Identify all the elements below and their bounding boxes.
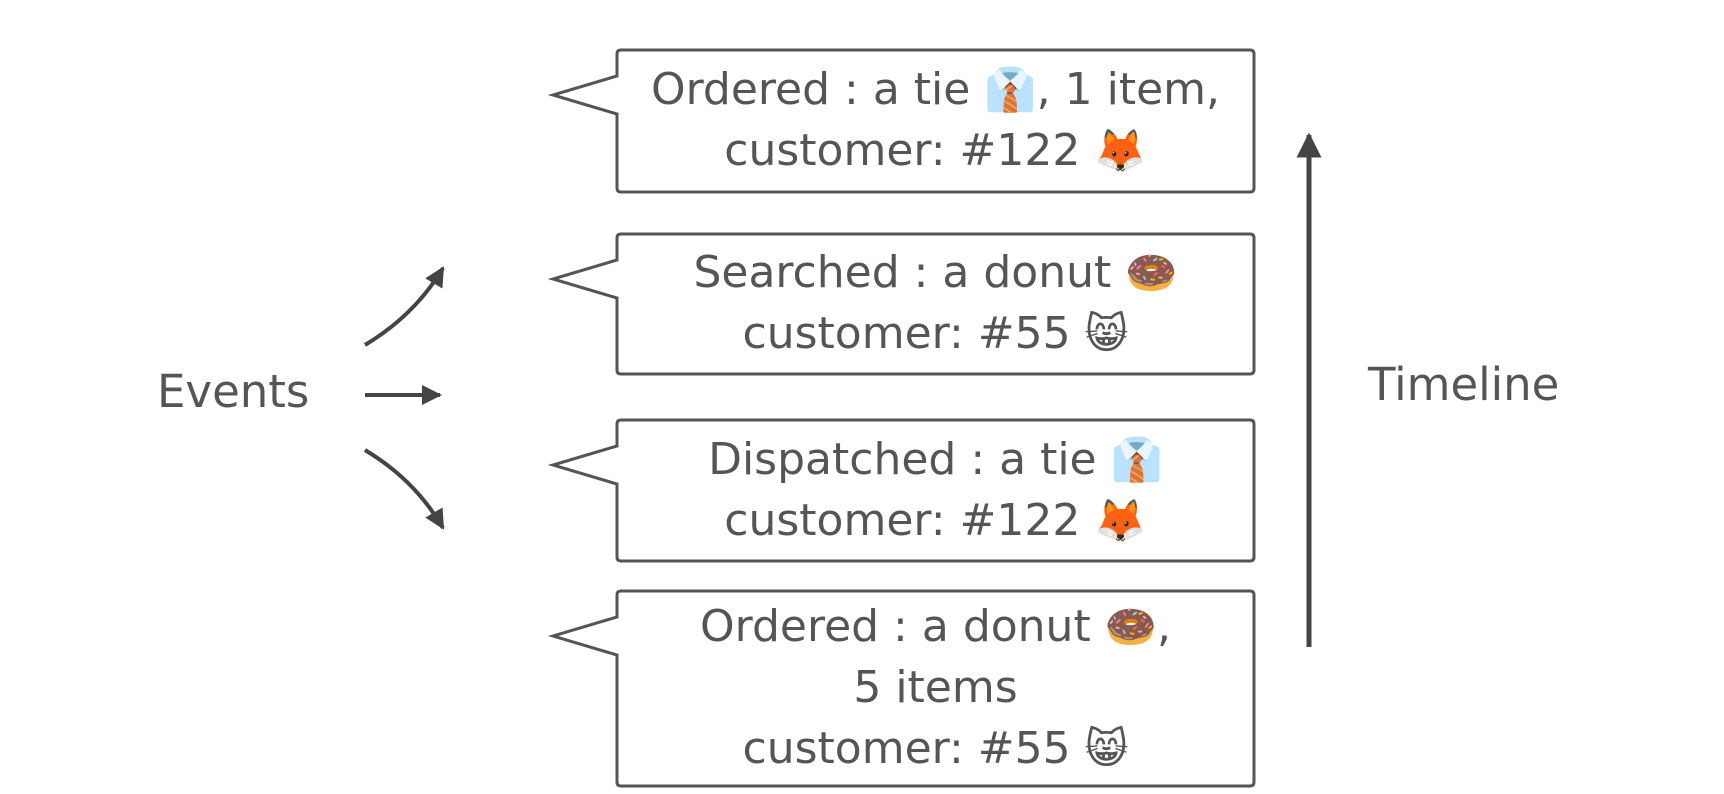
- event-arrow-up: [363, 266, 445, 347]
- events-label: Events: [157, 365, 310, 418]
- event-line: Ordered : a donut 🍩,: [700, 597, 1171, 658]
- event-callout: Dispatched : a tie 👔customer: #122 🦊: [617, 420, 1254, 561]
- event-text: Ordered : a tie: [650, 64, 971, 116]
- fox-icon: 🦊: [1094, 495, 1147, 545]
- event-line: customer: #55 😸: [743, 304, 1129, 365]
- event-text: 5 items: [853, 662, 1018, 714]
- necktie-icon: 👔: [984, 65, 1037, 115]
- event-callout-shape: [547, 232, 1256, 376]
- event-line: 5 items: [853, 658, 1017, 719]
- event-text: Searched : a donut: [693, 247, 1112, 299]
- event-callout: Ordered : a tie 👔, 1 item,customer: #122…: [617, 50, 1254, 192]
- event-text: customer: #55: [742, 722, 1071, 774]
- event-line: Searched : a donut 🍩: [693, 243, 1177, 304]
- event-line: Ordered : a tie 👔, 1 item,: [651, 60, 1220, 121]
- event-text: Ordered : a donut: [700, 601, 1091, 653]
- necktie-icon: 👔: [1110, 434, 1163, 484]
- fox-icon: 🦊: [1094, 126, 1147, 175]
- donut-icon: 🍩: [1125, 248, 1178, 298]
- event-text-suffix: ,: [1157, 601, 1171, 653]
- event-line: Dispatched : a tie 👔: [708, 430, 1163, 491]
- event-callout-shape: [547, 48, 1256, 194]
- event-line: customer: #122 🦊: [724, 491, 1146, 552]
- event-callout: Searched : a donut 🍩customer: #55 😸: [617, 234, 1254, 374]
- event-text: customer: #55: [742, 308, 1071, 359]
- event-callout-shape: [547, 589, 1256, 788]
- donut-icon: 🍩: [1104, 602, 1157, 652]
- event-text: Dispatched : a tie: [708, 433, 1097, 485]
- event-arrow-down: [363, 448, 445, 530]
- event-text: customer: #122: [724, 494, 1081, 546]
- event-line: customer: #122 🦊: [724, 121, 1146, 182]
- event-line: customer: #55 😸: [743, 719, 1129, 780]
- timeline-label: Timeline: [1368, 358, 1560, 411]
- smiling-cat-icon: 😸: [1084, 723, 1129, 773]
- event-arrows: [363, 266, 445, 530]
- event-text: customer: #122: [724, 125, 1081, 176]
- smiling-cat-icon: 😸: [1084, 309, 1129, 358]
- event-callout-shape: [547, 418, 1256, 563]
- event-text-suffix: , 1 item,: [1036, 64, 1221, 116]
